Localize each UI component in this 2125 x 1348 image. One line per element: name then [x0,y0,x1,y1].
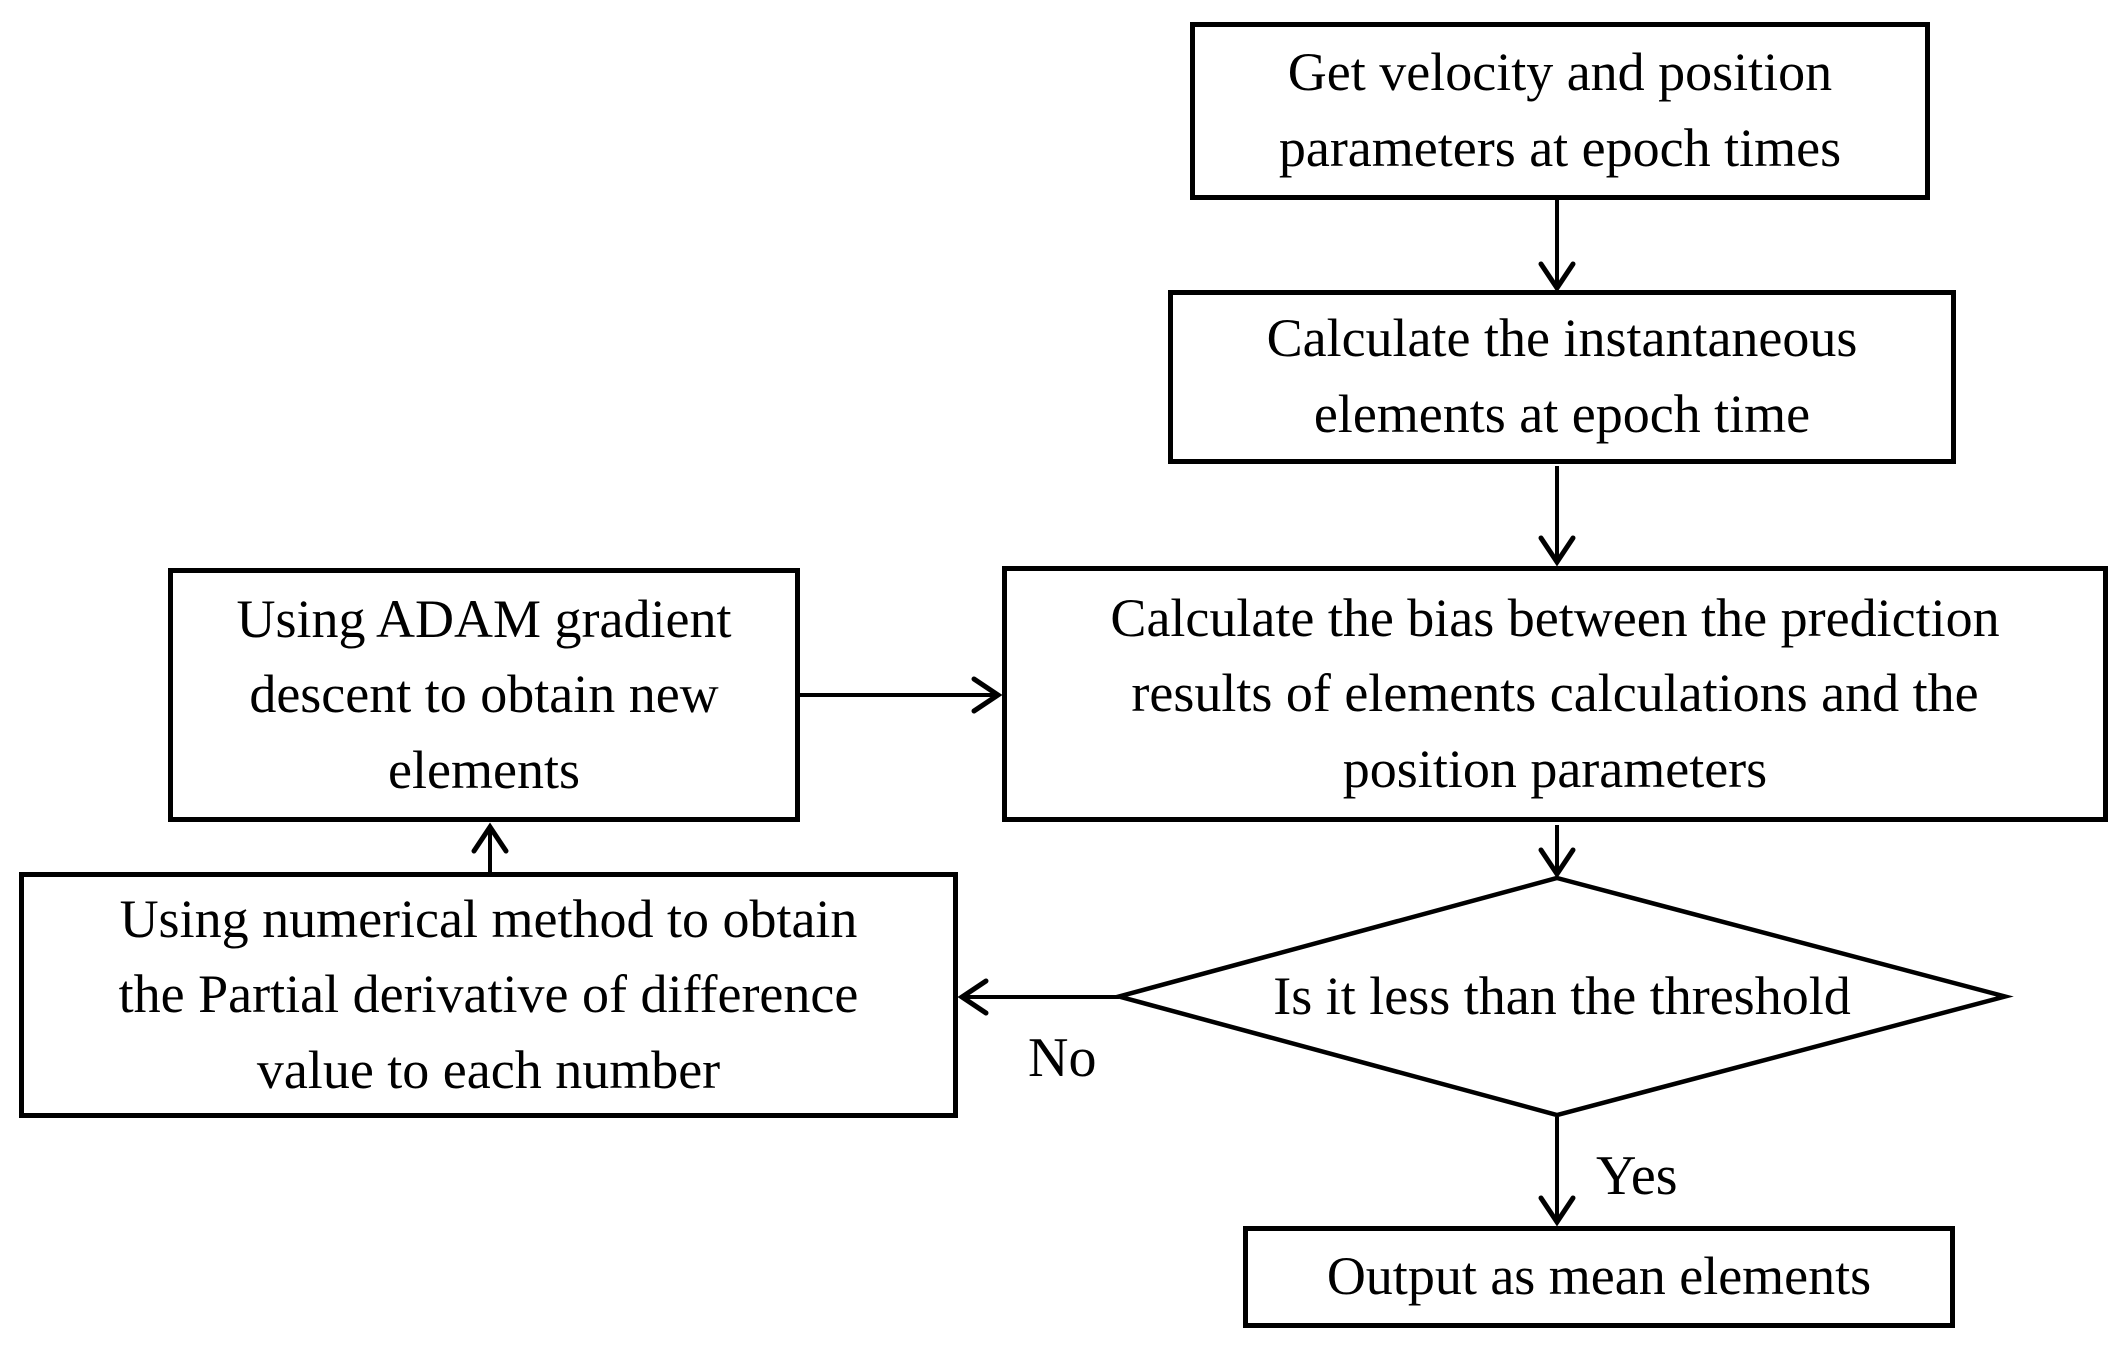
node-get-velocity-position: Get velocity and position parameters at … [1190,22,1930,200]
node-calculate-instantaneous-elements-label: Calculate the instantaneous elements at … [1266,308,1858,444]
decision-diamond-shape [1110,875,2014,1118]
node-calculate-bias-label: Calculate the bias between the predictio… [1110,587,2000,799]
edge-label-no: No [1028,1027,1097,1089]
node-numerical-partial-derivative: Using numerical method to obtain the Par… [19,872,958,1118]
node-threshold-decision-label: Is it less than the threshold [1273,965,1851,1026]
edge-label-yes: Yes [1596,1145,1678,1207]
node-adam-gradient-descent-label: Using ADAM gradient descent to obtain ne… [236,588,732,800]
node-calculate-bias: Calculate the bias between the predictio… [1002,566,2108,822]
node-calculate-instantaneous-elements: Calculate the instantaneous elements at … [1168,290,1956,464]
node-threshold-decision: Is it less than the threshold [1119,878,2005,1115]
node-output-mean-elements-label: Output as mean elements [1326,1246,1872,1307]
node-get-velocity-position-label: Get velocity and position parameters at … [1278,42,1842,178]
node-numerical-partial-derivative-label: Using numerical method to obtain the Par… [118,888,859,1100]
node-output-mean-elements: Output as mean elements [1243,1226,1955,1328]
node-adam-gradient-descent: Using ADAM gradient descent to obtain ne… [168,568,800,822]
